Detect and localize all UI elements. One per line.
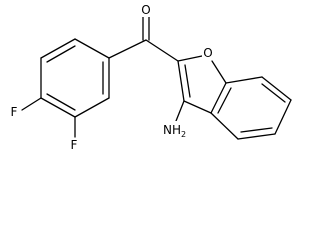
bond-carbonyl-c2 [145,39,179,62]
label-ring-oxygen: O [202,46,214,60]
label-amino: NH2 [161,121,189,139]
bond-inner-c5-c4 [240,127,273,133]
bond-c7a-c7 [225,76,263,84]
carbonyl-group [108,16,179,62]
benzo-ring [210,76,292,140]
bond-c5-c6 [74,97,110,118]
bond-c6-c5 [274,99,292,135]
bond-c3-c2 [177,60,185,102]
bond-c3-c2-inner [184,64,191,98]
label-fluorine-para: F [9,105,20,119]
furan-ring [177,55,227,114]
bond-c5-c4 [237,133,276,140]
bond-o1-c7a [211,60,227,84]
carbonyl-oxygen-text: O [141,3,150,17]
molecule-structure: O O F F NH2 [9,3,292,152]
ring-oxygen-text: O [203,46,212,60]
fluorine-para-text: F [11,105,18,119]
bond-c4-c3a [210,112,239,140]
amino-subscript-text: 2 [181,130,186,139]
bond-c7a-c3a [210,82,227,114]
amino-nh-text: NH [163,123,181,137]
bond-inner-c7a-c3a [217,87,232,114]
bond-ring-carbonyl [108,39,147,59]
bond-inner-c7-c6 [261,83,286,103]
difluorophenyl-ring [40,38,110,118]
bond-c3a-c3 [183,100,212,114]
label-fluorine-meta: F [69,138,80,152]
amino-text: NH2 [163,123,186,139]
fluorine-meta-text: F [71,138,78,152]
bond-c2-c3 [40,38,76,59]
bond-c7-c6 [261,76,292,101]
bond-c2-o1 [177,55,203,62]
bond-inner-c4-c5 [46,93,76,111]
bond-c4-c5 [40,97,76,118]
bond-c4-fluorine [21,97,42,111]
bond-c1-c2 [74,38,110,59]
label-carbonyl-oxygen: O [140,3,152,17]
bond-inner-c2-c3 [46,45,76,63]
bond-c3-amino [175,100,185,122]
